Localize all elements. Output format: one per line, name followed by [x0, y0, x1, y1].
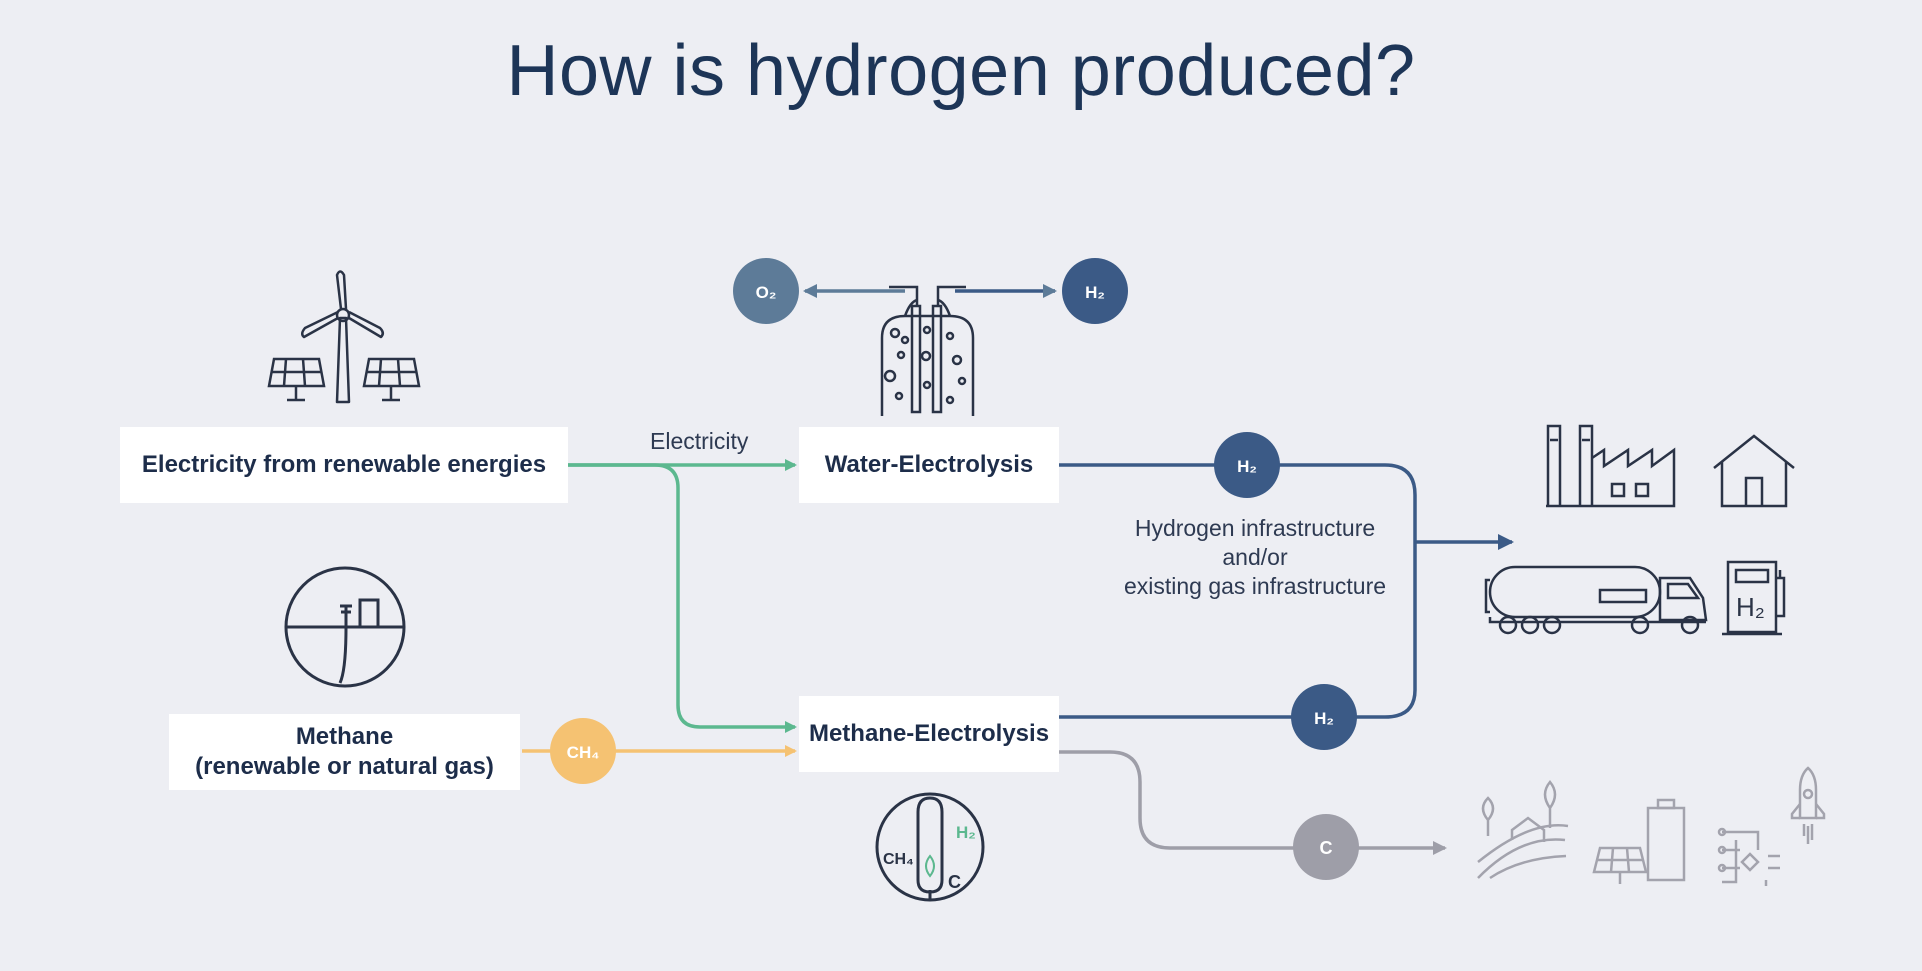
reactor-c-text: C	[948, 872, 961, 892]
h2-fuel-pump-icon	[1722, 560, 1786, 636]
renewable-electricity-label: Electricity from renewable energies	[141, 451, 547, 478]
methane-electrolysis-box: Methane-Electrolysis	[799, 696, 1059, 772]
house-icon	[1713, 434, 1795, 508]
electricity-to-methane-line	[568, 463, 797, 733]
ch4-badge-text: CH₄	[567, 743, 600, 762]
water-electrolysis-label: Water-Electrolysis	[824, 451, 1034, 478]
h2-badge-methane: H₂	[1291, 684, 1357, 750]
infrastructure-label-line2: and/or	[1222, 544, 1288, 570]
infrastructure-label-line3: existing gas infrastructure	[1123, 573, 1387, 599]
methane-electrolysis-label: Methane-Electrolysis	[808, 720, 1050, 747]
o2-badge: O₂	[733, 258, 799, 324]
rocket-icon	[1790, 766, 1826, 844]
electricity-flow-label: Electricity	[650, 428, 749, 454]
infrastructure-label: Hydrogen infrastructure and/or existing …	[1090, 514, 1420, 601]
water-h2-output-line	[1059, 463, 1417, 719]
electrolyzer-tank-icon	[880, 285, 975, 416]
reactor-h2-text: H₂	[956, 823, 976, 842]
renewable-electricity-box: Electricity from renewable energies	[120, 427, 568, 503]
tanker-truck-icon	[1484, 565, 1708, 635]
methane-source-label: Methane	[295, 723, 394, 750]
h2-badge-electrolyzer: H₂	[1062, 258, 1128, 324]
carbon-output-line	[1059, 750, 1447, 855]
water-electrolysis-box: Water-Electrolysis	[799, 427, 1059, 503]
ch4-badge: CH₄	[550, 718, 616, 784]
o2-badge-text: O₂	[756, 283, 777, 302]
infrastructure-label-line1: Hydrogen infrastructure	[1134, 515, 1376, 541]
factory-icon	[1546, 424, 1676, 508]
h2-badge-water-text: H₂	[1237, 457, 1257, 476]
gas-well-icon	[284, 566, 406, 688]
c-badge-text: C	[1320, 838, 1333, 858]
solar-battery-icon	[1592, 798, 1686, 884]
farmland-icon	[1477, 780, 1569, 880]
h2-badge-methane-text: H₂	[1314, 709, 1334, 728]
h2-badge-water: H₂	[1214, 432, 1280, 498]
reactor-ch4-text: CH₄	[883, 851, 914, 868]
methane-source-box: Methane (renewable or natural gas)	[169, 714, 520, 790]
wind-turbine-icon	[301, 270, 384, 404]
h2-badge-electrolyzer-text: H₂	[1085, 283, 1105, 302]
methane-source-sublabel: (renewable or natural gas)	[195, 753, 494, 780]
page-title: How is hydrogen produced?	[506, 31, 1416, 111]
pump-h2-text: H₂	[1736, 592, 1765, 622]
methane-reactor-icon	[875, 792, 985, 902]
c-badge: C	[1293, 814, 1359, 880]
circuit-board-icon	[1717, 827, 1780, 886]
solar-panel-icon	[267, 357, 421, 402]
